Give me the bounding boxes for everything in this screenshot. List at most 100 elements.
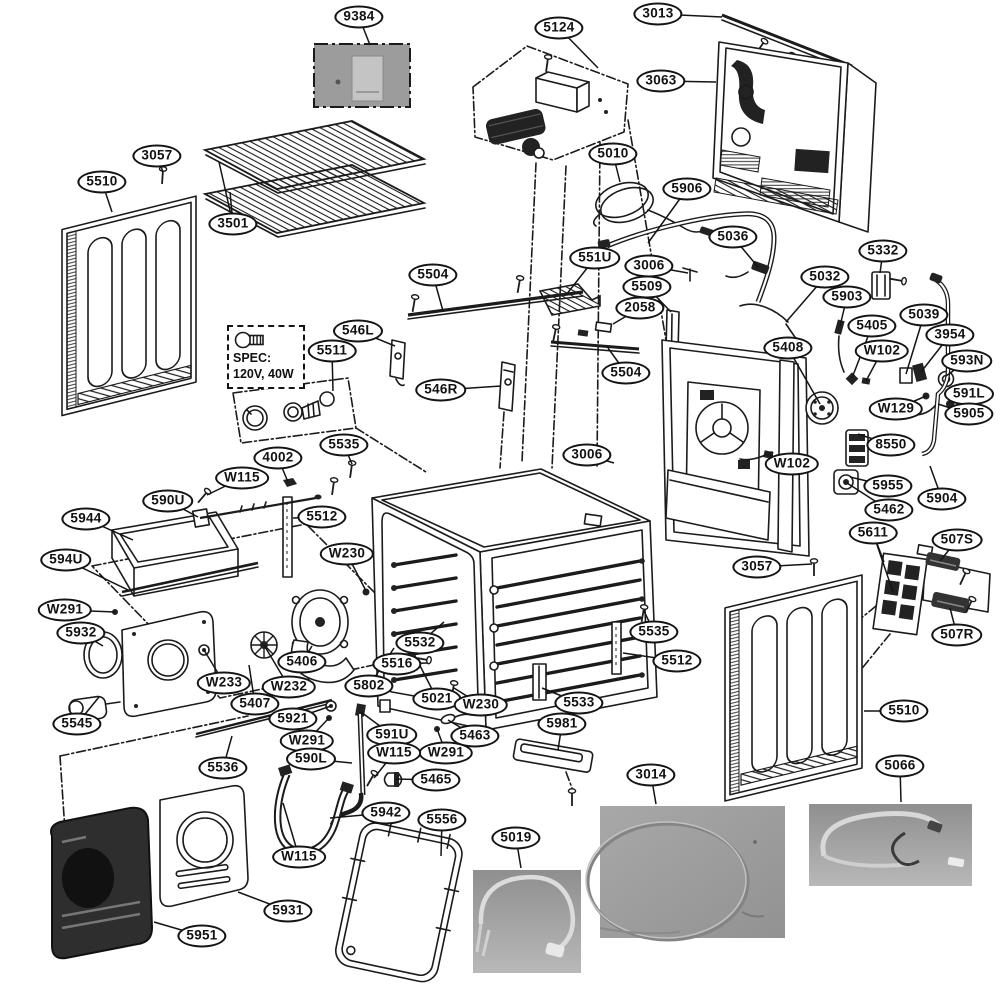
part-callout-593n: 593N [941,349,993,373]
part-callout-5124: 5124 [534,16,584,40]
part-callout-546r: 546R [415,378,467,402]
part-callout-3006: 3006 [562,443,612,467]
part-number: W233 [205,674,243,690]
part-callout-5509: 5509 [622,275,672,299]
part-callout-w291: W291 [418,741,474,765]
part-number: 590U [151,492,185,508]
part-number: 3006 [633,257,665,273]
wire-harness-coil [592,181,715,237]
part-number: 5951 [186,927,218,943]
part-callout-w233: W233 [196,671,252,695]
part-number: 3014 [635,766,667,782]
part-callout-5535: 5535 [629,620,679,644]
part-number: W115 [224,469,260,485]
part-number: 5512 [661,652,693,668]
part-number: 5981 [546,715,578,731]
part-callout-5039: 5039 [899,303,949,327]
part-number: W129 [877,400,915,416]
part-number: 5533 [563,694,595,710]
part-number: 507S [940,531,974,547]
part-callout-546l: 546L [333,319,383,343]
part-callout-551u: 551U [569,246,621,270]
part-number: W230 [328,545,366,561]
part-number: W102 [863,342,901,358]
part-number: 5532 [404,634,436,650]
part-number: 3954 [934,326,966,342]
part-number: 2058 [624,299,656,315]
part-number: 5332 [867,242,899,258]
part-callout-w115: W115 [367,741,421,765]
part-callout-w115: W115 [272,845,326,869]
part-callout-w232: W232 [261,675,317,699]
part-number: 5066 [884,757,916,773]
part-number: 5905 [953,405,985,421]
part-number: W291 [46,601,84,617]
part-number: 546R [424,381,458,397]
part-callout-5905: 5905 [944,402,994,426]
part-number: 3501 [217,215,249,231]
part-number: 3057 [141,147,173,163]
spec-rating-text: 120V, 40W [233,366,294,381]
part-number: 5516 [381,655,413,671]
part-callout-5021: 5021 [412,687,462,711]
part-callout-5407: 5407 [230,692,280,716]
part-callout-w102: W102 [764,452,820,476]
lower-left-cluster [68,459,370,738]
part-callout-w291: W291 [37,598,93,622]
part-callout-594u: 594U [40,548,92,572]
part-number: 5032 [809,268,841,284]
part-callout-3057: 3057 [132,144,182,168]
convection-heater-assembly [472,45,629,161]
part-number: 5407 [239,695,271,711]
part-number: 5510 [86,173,118,189]
part-number: 5036 [717,228,749,244]
part-callout-5906: 5906 [662,177,712,201]
part-callout-5516: 5516 [372,652,422,676]
part-callout-9384: 9384 [334,5,384,29]
part-callout-5981: 5981 [537,712,587,736]
part-number: 5906 [671,180,703,196]
part-number: 5465 [420,771,452,787]
part-number: 5802 [353,677,385,693]
part-number: W115 [376,744,412,760]
part-callout-5010: 5010 [588,142,638,166]
part-number: 3006 [571,446,603,462]
part-callout-2058: 2058 [615,296,665,320]
photo-5066 [809,804,972,886]
part-number: 594U [49,551,83,567]
part-callout-w230: W230 [453,693,509,717]
part-number: 5463 [459,727,491,743]
light-bulb-icon [233,329,299,351]
part-number: W291 [288,732,326,748]
back-panel-insulation [712,41,877,233]
part-number: 5405 [856,317,888,333]
part-number: 5942 [370,804,402,820]
part-callout-w129: W129 [868,397,924,421]
part-number: 5931 [272,902,304,918]
part-callout-5535: 5535 [319,433,369,457]
part-callout-5951: 5951 [177,924,227,948]
part-callout-5504: 5504 [408,263,458,287]
door-gasket-frame [334,821,463,983]
photo-3014 [585,806,785,942]
drawer-rail-5981 [512,738,594,807]
part-callout-5032: 5032 [800,265,850,289]
part-number: 5504 [610,364,642,380]
part-number: 5536 [207,759,239,775]
part-number: 5408 [772,339,804,355]
part-callout-5406: 5406 [277,650,327,674]
part-number: 591L [953,385,985,401]
part-number: 4002 [262,449,294,465]
part-callout-5504: 5504 [601,361,651,385]
part-callout-3013: 3013 [633,2,683,26]
photo-9384 [313,43,411,108]
part-callout-w102: W102 [854,339,910,363]
ignitor-board [872,544,991,636]
part-callout-5532: 5532 [395,631,445,655]
part-number: 5019 [500,829,532,845]
part-callout-5405: 5405 [847,314,897,338]
part-callout-4002: 4002 [253,446,303,470]
part-number: 5545 [61,715,93,731]
part-callout-5512: 5512 [652,649,702,673]
part-number: 3057 [741,558,773,574]
